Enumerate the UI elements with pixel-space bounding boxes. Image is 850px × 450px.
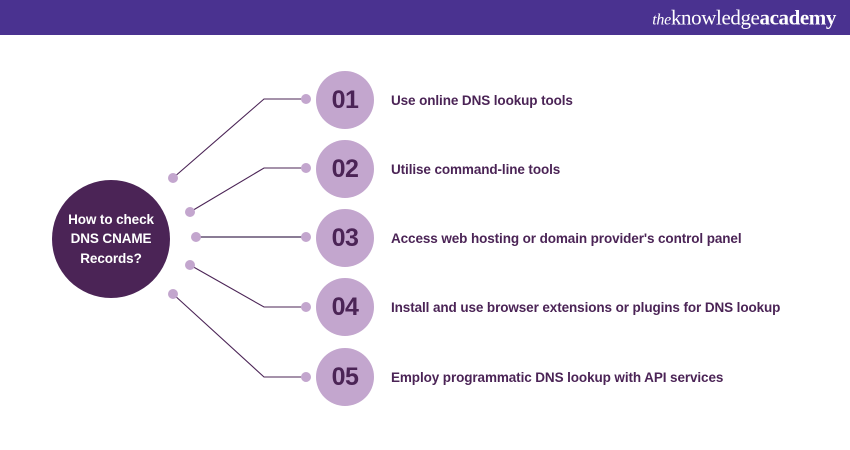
step-number-circle-3: 03 [316,209,374,267]
connector-line-1 [172,98,305,179]
step-row-1: 01 Use online DNS lookup tools [316,71,573,129]
brand-logo: theknowledgeacademy [652,7,836,28]
step-row-4: 04 Install and use browser extensions or… [316,278,780,336]
step-label-5: Employ programmatic DNS lookup with API … [391,369,724,385]
step-row-2: 02 Utilise command-line tools [316,140,560,198]
step-label-1: Use online DNS lookup tools [391,92,573,108]
diagram-canvas: How to check DNS CNAME Records? 01 Use o… [0,35,850,450]
connector-dot-origin-1 [168,173,178,183]
logo-word-academy: academy [759,5,836,29]
step-number-2: 02 [331,154,359,183]
step-row-3: 03 Access web hosting or domain provider… [316,209,742,267]
connector-dot-end-3 [301,232,311,242]
connector-line-4 [189,264,305,308]
step-number-1: 01 [331,85,359,114]
step-number-circle-5: 05 [316,348,374,406]
connector-dot-end-1 [301,94,311,104]
connector-lines-group [168,94,311,382]
connector-dot-end-4 [301,302,311,312]
connector-line-2 [189,167,305,213]
connector-dot-origin-5 [168,289,178,299]
step-number-circle-1: 01 [316,71,374,129]
logo-word-the: the [652,11,671,28]
connector-dot-origin-3 [191,232,201,242]
step-number-5: 05 [331,362,359,391]
step-number-3: 03 [331,223,359,252]
logo-word-knowledge: knowledge [670,5,760,29]
step-number-circle-4: 04 [316,278,374,336]
main-topic-label: How to check DNS CNAME Records? [68,211,154,266]
step-number-4: 04 [331,292,359,321]
header-bar: theknowledgeacademy [0,0,850,35]
connector-line-5 [172,293,305,378]
step-label-4: Install and use browser extensions or pl… [391,299,781,315]
connector-dot-origin-2 [185,207,195,217]
connector-dot-end-2 [301,163,311,173]
step-label-2: Utilise command-line tools [391,161,561,177]
step-number-circle-2: 02 [316,140,374,198]
connector-dot-origin-4 [185,260,195,270]
step-label-3: Access web hosting or domain provider's … [391,230,742,246]
step-row-5: 05 Employ programmatic DNS lookup with A… [316,348,723,406]
connector-dot-end-5 [301,372,311,382]
main-topic-circle: How to check DNS CNAME Records? [52,180,170,298]
